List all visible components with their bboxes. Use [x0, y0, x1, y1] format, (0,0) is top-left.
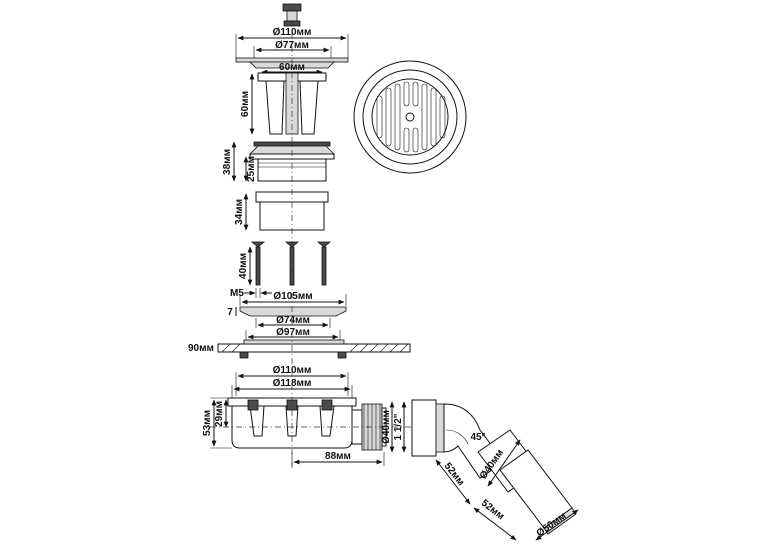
dimension-h40: 40мм	[238, 246, 253, 286]
label-h40: 40мм	[238, 253, 249, 279]
label-w60: 60мм	[279, 62, 305, 73]
label-h25: 25мм	[246, 156, 257, 182]
dimension-thread: 1 1/2"	[393, 401, 407, 453]
dimension-h7: 7	[227, 307, 237, 318]
label-d40-outlet: Ø40мм	[381, 410, 392, 444]
label-h60: 60мм	[240, 91, 251, 117]
label-l88: 88мм	[325, 451, 351, 462]
dimension-h34: 34мм	[234, 193, 249, 231]
dimension-h38: 38мм	[222, 141, 237, 182]
label-d105: Ø105мм	[273, 291, 312, 302]
label-h53: 53мм	[202, 410, 213, 436]
drain-neck-part	[249, 141, 335, 182]
dimension-l88: 88мм	[291, 451, 385, 466]
label-d97: Ø97мм	[276, 327, 310, 338]
label-l52-b: 52мм	[479, 498, 506, 523]
fixing-screws	[250, 241, 332, 286]
label-d74: Ø74мм	[276, 315, 310, 326]
dimension-d97: Ø97мм	[245, 327, 341, 340]
label-angle45: 45°	[470, 432, 485, 443]
label-h7: 7	[227, 307, 233, 318]
label-h38: 38мм	[222, 149, 233, 175]
dimension-angle45: 45°	[445, 429, 486, 445]
clamp-ring-part	[239, 306, 347, 317]
label-d118: Ø118мм	[273, 378, 312, 389]
dimension-h60: 60мм	[240, 73, 255, 135]
label-m5: M5	[230, 288, 244, 299]
shower-tray-section: 90мм	[188, 339, 411, 359]
dimension-h29: 29мм	[214, 399, 229, 428]
label-d77: Ø77мм	[275, 40, 309, 51]
trap-body-assembled	[227, 397, 387, 451]
grate-top-view	[353, 60, 467, 174]
label-h34: 34мм	[234, 199, 245, 225]
label-h29: 29мм	[214, 401, 225, 427]
dimension-h53: 53мм	[202, 397, 232, 449]
dimension-d105: Ø105мм	[239, 291, 347, 306]
label-d110-bottom: Ø110мм	[273, 365, 312, 376]
dimension-d77: Ø77мм	[253, 40, 332, 58]
dimension-m5: M5	[230, 288, 272, 299]
dimension-h25: 25мм	[243, 156, 257, 182]
dimension-l52-b: 52мм	[473, 498, 517, 541]
dimension-d74: Ø74мм	[255, 315, 331, 328]
dimension-l52-a: 52мм	[435, 459, 471, 505]
dimension-d40-outlet: Ø40мм	[381, 401, 395, 453]
label-t90: 90мм	[188, 343, 214, 354]
label-d110-top: Ø110мм	[273, 27, 312, 38]
label-thread: 1 1/2"	[393, 413, 404, 440]
